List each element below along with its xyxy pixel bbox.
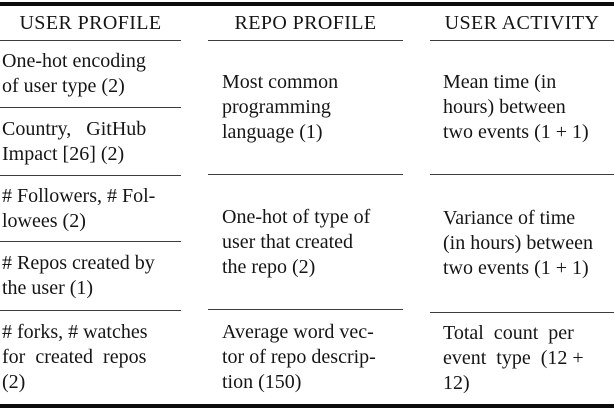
- cell-repo-profile-3: Average word vec- tor of repo descrip- t…: [222, 320, 376, 393]
- cell-user-profile-2: Country, GitHub Impact [26] (2): [0, 108, 181, 176]
- column-header-repo-profile: REPO PROFILE: [208, 6, 403, 41]
- cell-user-activity-3: Total count per event type (12 + 12): [443, 322, 584, 394]
- cell-repo-profile-2: One-hot of type of user that created the…: [208, 175, 403, 310]
- cell-user-profile-3: # Followers, # Fol- lowees (2): [0, 176, 181, 242]
- column-header-user-activity: USER ACTIVITY: [430, 6, 614, 41]
- column-repo-profile: REPO PROFILE Most common programming lan…: [208, 6, 403, 404]
- cell-user-activity-1: Mean time (in hours) between two events …: [430, 41, 614, 175]
- column-user-activity: USER ACTIVITY Mean time (in hours) betwe…: [430, 6, 614, 404]
- table-bottom-rule: [0, 404, 614, 408]
- cell-user-profile-5: # forks, # watches for created repos (2): [2, 321, 148, 393]
- cell-user-activity-2: Variance of time (in hours) between two …: [430, 175, 614, 313]
- cell-user-profile-1: One-hot encoding of user type (2): [0, 41, 181, 108]
- cell-repo-profile-1: Most common programming language (1): [208, 41, 403, 175]
- cell-user-profile-4: # Repos created by the user (1): [0, 242, 181, 311]
- column-header-user-profile: USER PROFILE: [0, 6, 181, 41]
- column-user-profile: USER PROFILE One-hot encoding of user ty…: [0, 6, 181, 404]
- table-top-rule: [0, 2, 614, 6]
